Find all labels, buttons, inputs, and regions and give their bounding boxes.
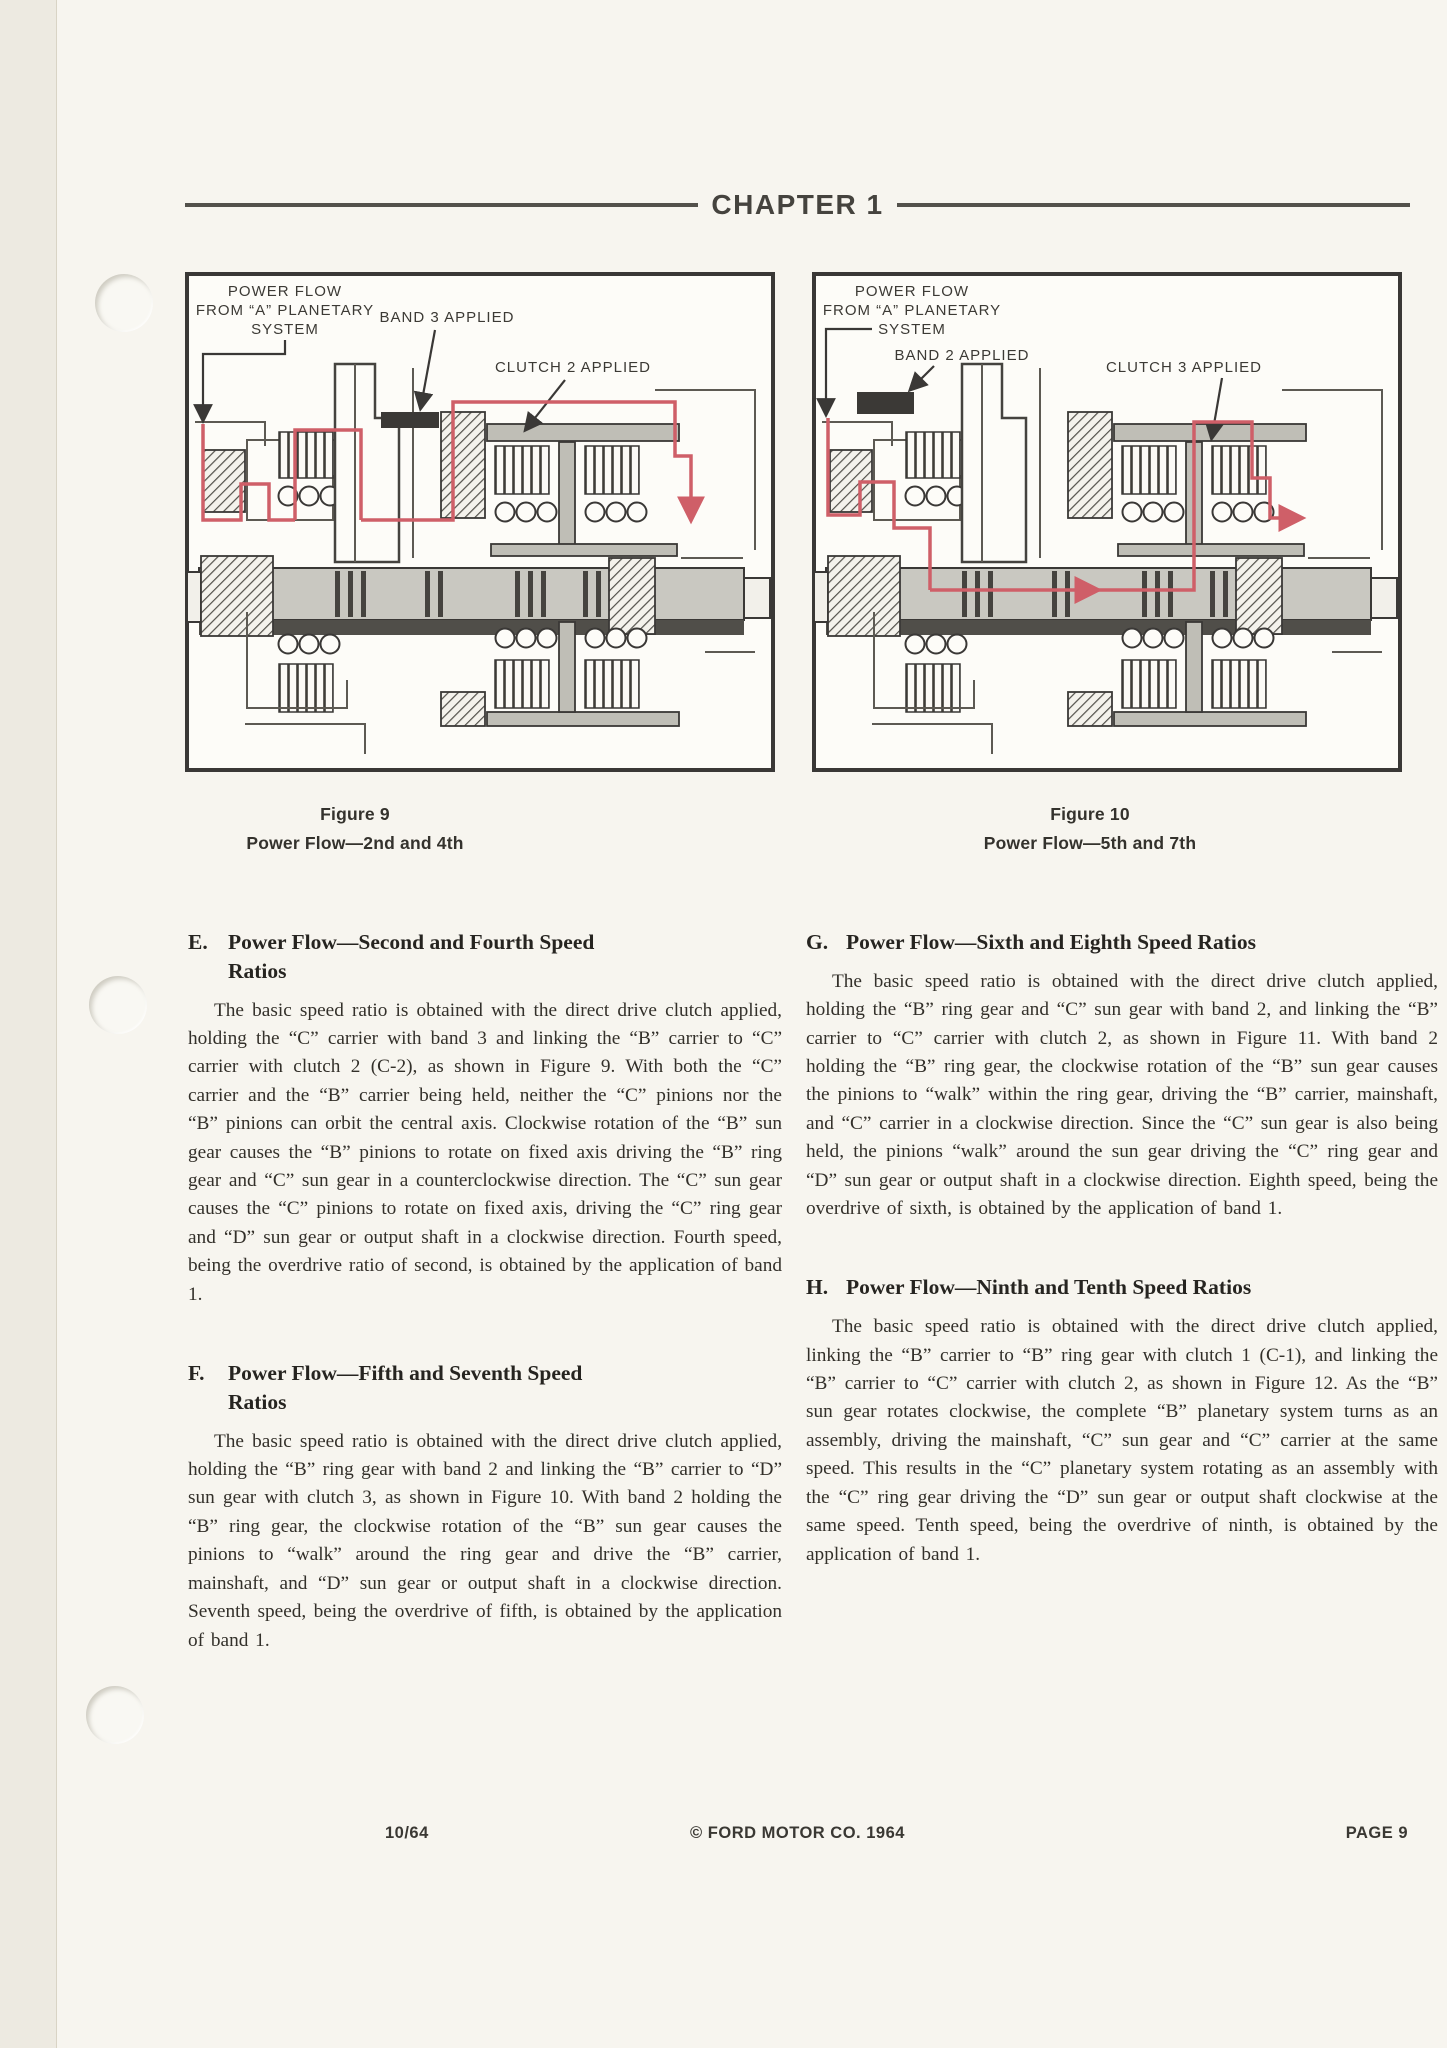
section-e-title-line2: Ratios: [228, 958, 287, 983]
section-g-body: The basic speed ratio is obtained with t…: [806, 970, 1438, 1220]
section-g-letter: G.: [806, 930, 829, 954]
figure-9-panel: POWER FLOW FROM “A” PLANETARY SYSTEM BAN…: [185, 272, 775, 772]
section-g: G. Power Flow—Sixth and Eighth Speed Rat…: [806, 928, 1438, 1223]
fig10-clutch-label: CLUTCH 3 APPLIED: [1106, 359, 1262, 376]
section-f: F. Power Flow—Fifth and Seventh Speed Ra…: [188, 1359, 782, 1655]
section-f-title: Power Flow—Fifth and Seventh Speed Ratio…: [228, 1359, 582, 1417]
fig10-power-flow-label-line3: SYSTEM: [878, 321, 946, 338]
section-h-title-line1: Power Flow—Ninth and Tenth Speed Ratios: [846, 1275, 1252, 1300]
band-3-highlight: [381, 412, 439, 428]
footer-page-number: PAGE 9: [1345, 1824, 1408, 1842]
section-f-heading: F. Power Flow—Fifth and Seventh Speed Ra…: [188, 1359, 782, 1417]
section-f-title-line1: Power Flow—Fifth and Seventh Speed: [228, 1361, 583, 1386]
page-footer: © FORD MOTOR CO. 1964 10/64 PAGE 9: [185, 1824, 1410, 1850]
figure-9-caption-title: Figure 9: [320, 804, 390, 824]
figure-10-drawing: POWER FLOW FROM “A” PLANETARY SYSTEM BAN…: [812, 272, 1402, 772]
fig9-band-leader-arrow: [413, 329, 437, 412]
chapter-header: CHAPTER 1: [185, 189, 1411, 220]
right-column: G. Power Flow—Sixth and Eighth Speed Rat…: [806, 928, 1438, 1569]
section-e-heading: E. Power Flow—Second and Fourth Speed Ra…: [188, 928, 782, 986]
fig10-power-flow-path: [826, 418, 1307, 604]
section-g-title-line1: Power Flow—Sixth and Eighth Speed Ratios: [846, 930, 1256, 954]
figure-9-drawing: POWER FLOW FROM “A” PLANETARY SYSTEM BAN…: [185, 272, 775, 772]
fig10-power-flow-label-line1: POWER FLOW: [855, 283, 969, 300]
section-h-title: Power Flow—Ninth and Tenth Speed Ratios: [846, 1273, 1251, 1302]
figure-9-caption-subtitle: Power Flow—2nd and 4th: [246, 832, 464, 853]
section-h-letter: H.: [806, 1275, 829, 1300]
section-h-heading: H. Power Flow—Ninth and Tenth Speed Rati…: [806, 1273, 1438, 1302]
section-g-title: Power Flow—Sixth and Eighth Speed Ratios: [846, 928, 1256, 957]
section-h: H. Power Flow—Ninth and Tenth Speed Rati…: [806, 1273, 1438, 1568]
section-e: E. Power Flow—Second and Fourth Speed Ra…: [188, 928, 782, 1309]
header-rule-left: [185, 203, 699, 207]
fig9-power-flow-label-line2: FROM “A” PLANETARY: [196, 302, 374, 319]
header-rule-right: [896, 203, 1411, 207]
transmission-cross-section: [186, 362, 771, 754]
band-2-highlight: [857, 392, 914, 414]
section-e-title-line1: Power Flow—Second and Fourth Speed: [228, 930, 595, 954]
scan-left-edge: [0, 0, 57, 2048]
figure-10-caption-title: Figure 10: [1050, 804, 1130, 824]
footer-date-code: 10/64: [385, 1824, 429, 1842]
fig10-power-flow-label-line2: FROM “A” PLANETARY: [823, 302, 1001, 319]
section-f-letter: F.: [188, 1361, 205, 1386]
section-g-heading: G. Power Flow—Sixth and Eighth Speed Rat…: [806, 928, 1438, 957]
fig9-clutch-leader-arrow: [523, 379, 566, 433]
footer-copyright: © FORD MOTOR CO. 1964: [690, 1824, 905, 1842]
figure-9-caption: Figure 9 Power Flow—2nd and 4th: [190, 800, 520, 858]
fig10-power-flow-leader-arrow: [816, 327, 872, 418]
fig9-band-label: BAND 3 APPLIED: [380, 309, 515, 326]
punch-hole-middle: [89, 976, 147, 1034]
left-column: E. Power Flow—Second and Fourth Speed Ra…: [188, 928, 782, 1655]
section-e-title: Power Flow—Second and Fourth Speed Ratio…: [228, 928, 594, 986]
figure-10-caption-subtitle: Power Flow—5th and 7th: [983, 832, 1197, 853]
section-h-body: The basic speed ratio is obtained with t…: [806, 1316, 1438, 1565]
chapter-title: CHAPTER 1: [711, 189, 884, 220]
fig10-band-label: BAND 2 APPLIED: [895, 347, 1030, 364]
section-e-body: The basic speed ratio is obtained with t…: [188, 999, 782, 1305]
fig10-clutch-leader-arrow: [1204, 377, 1225, 442]
fig9-power-flow-label-line1: POWER FLOW: [228, 283, 342, 300]
figure-10-panel: POWER FLOW FROM “A” PLANETARY SYSTEM BAN…: [812, 272, 1402, 772]
fig9-power-flow-leader-arrow: [193, 340, 287, 424]
section-f-title-line2: Ratios: [228, 1389, 287, 1414]
section-f-body: The basic speed ratio is obtained with t…: [188, 1430, 782, 1651]
fig9-clutch-label: CLUTCH 2 APPLIED: [495, 359, 651, 376]
section-e-letter: E.: [188, 930, 208, 954]
fig9-power-flow-label-line3: SYSTEM: [251, 321, 319, 338]
fig10-band-leader-arrow: [907, 365, 935, 393]
punch-hole-top: [95, 274, 153, 332]
fig9-power-flow-path: [201, 400, 705, 525]
figure-10-caption: Figure 10 Power Flow—5th and 7th: [905, 800, 1275, 858]
punch-hole-bottom: [86, 1686, 144, 1744]
